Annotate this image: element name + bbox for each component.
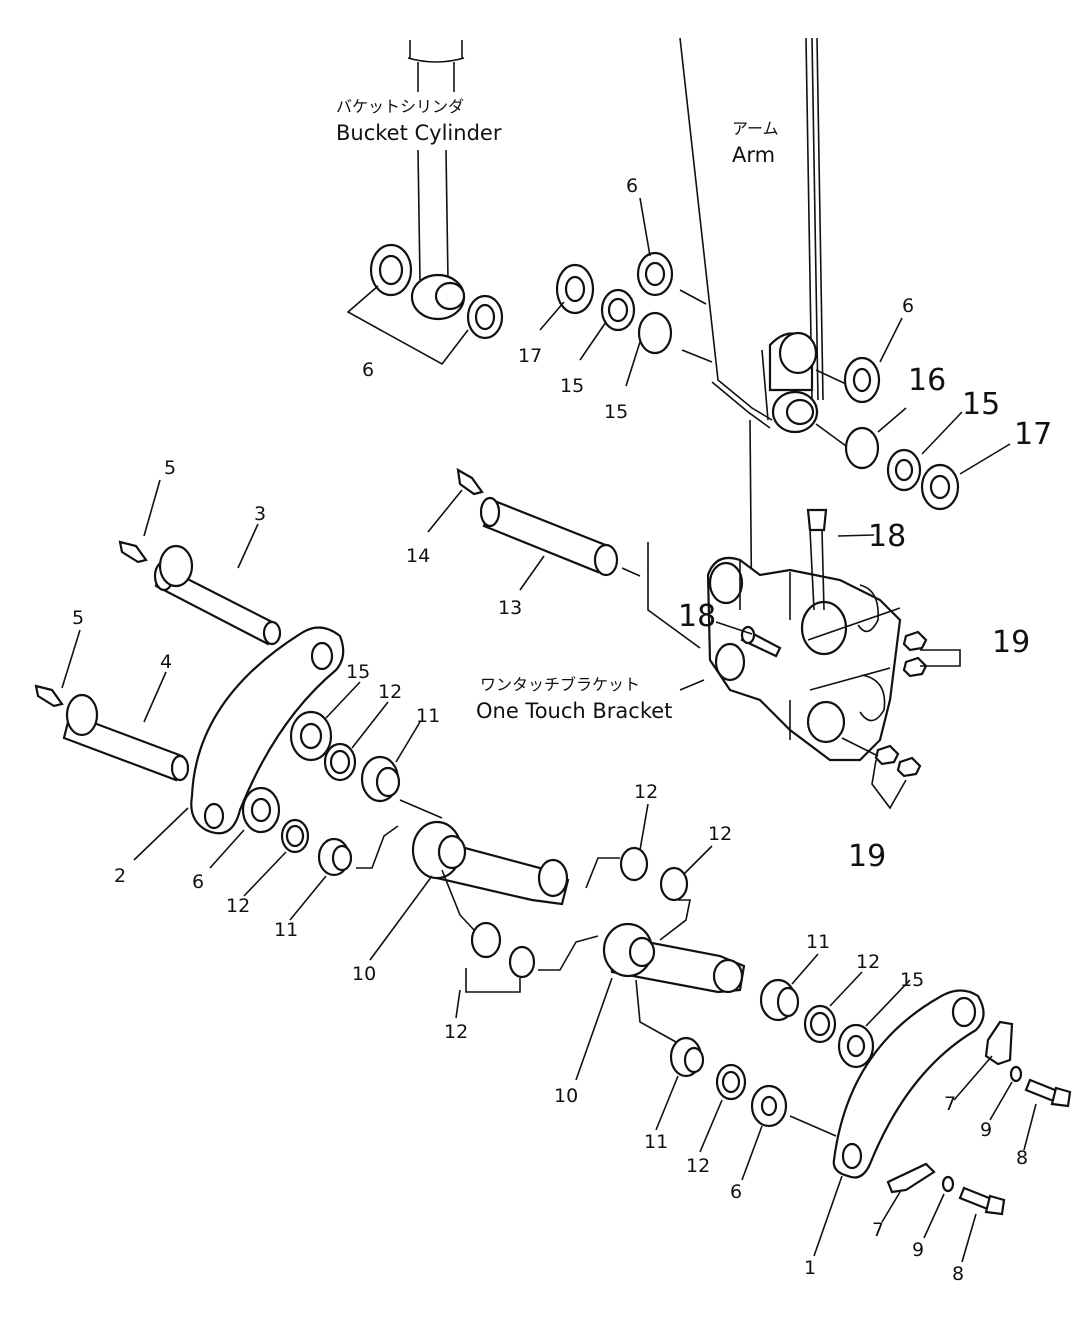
bracket-label-jp: ワンタッチブラケット xyxy=(480,675,640,694)
callout-12: 12 xyxy=(856,951,880,973)
callout-12: 12 xyxy=(444,1021,468,1043)
callout-18: 18 xyxy=(868,519,906,554)
bucket-cylinder-label: Bucket Cylinder xyxy=(336,121,502,145)
arm-label-jp: アーム xyxy=(732,119,779,138)
link-10-upper xyxy=(411,820,689,906)
callout-15: 15 xyxy=(900,969,924,991)
callout-10: 10 xyxy=(352,963,376,985)
bucket-cylinder-drawing xyxy=(407,40,466,321)
link-10-lower xyxy=(441,869,746,994)
locks-bolts xyxy=(886,1020,1072,1216)
captions: バケットシリンダ Bucket Cylinder アーム Arm ワンタッチブラ… xyxy=(336,97,779,723)
callout-1: 1 xyxy=(804,1257,816,1279)
callout-12: 12 xyxy=(634,781,658,803)
washers-top xyxy=(369,243,960,511)
callout-2: 2 xyxy=(114,865,126,887)
callout-8: 8 xyxy=(952,1263,964,1285)
callout-18: 18 xyxy=(678,599,716,634)
callout-11: 11 xyxy=(416,705,440,727)
callout-12: 12 xyxy=(686,1155,710,1177)
callout-9: 9 xyxy=(980,1119,992,1141)
callout-6: 6 xyxy=(902,295,914,317)
link-plate-1 xyxy=(832,989,985,1179)
leader-lines xyxy=(61,197,1037,1263)
callout-9: 9 xyxy=(912,1239,924,1261)
bushings-left xyxy=(241,710,443,877)
bushings-right xyxy=(635,978,875,1137)
callout-6: 6 xyxy=(192,871,204,893)
callout-11: 11 xyxy=(644,1131,668,1153)
bracket-label: One Touch Bracket xyxy=(476,699,672,723)
callout-15: 15 xyxy=(346,661,370,683)
callout-14: 14 xyxy=(406,545,430,567)
callout-17: 17 xyxy=(518,345,542,367)
callout-5: 5 xyxy=(72,607,84,629)
callout-5: 5 xyxy=(164,457,176,479)
callout-16: 16 xyxy=(908,363,946,398)
callout-6: 6 xyxy=(626,175,638,197)
link-plate-2 xyxy=(190,626,345,835)
callout-15: 15 xyxy=(962,387,1000,422)
nuts-19 xyxy=(841,630,928,778)
callout-8: 8 xyxy=(1016,1147,1028,1169)
bucket-cylinder-label-jp: バケットシリンダ xyxy=(336,97,464,116)
pins-3-4 xyxy=(34,540,282,782)
callout-4: 4 xyxy=(160,651,172,673)
callout-7: 7 xyxy=(872,1219,884,1241)
callout-6: 6 xyxy=(362,359,374,381)
arm-drawing xyxy=(679,37,824,651)
callout-12: 12 xyxy=(378,681,402,703)
pin-13-drawing xyxy=(456,467,701,649)
one-touch-bracket-drawing xyxy=(706,508,902,762)
callout-numbers: 6 17 15 15 6 6 16 15 17 18 18 19 19 14 1… xyxy=(72,175,1052,1285)
callout-13: 13 xyxy=(498,597,522,619)
callout-17: 17 xyxy=(1014,417,1052,452)
callout-12: 12 xyxy=(226,895,250,917)
callout-7: 7 xyxy=(944,1093,956,1115)
callout-12: 12 xyxy=(708,823,732,845)
callout-3: 3 xyxy=(254,503,266,525)
callout-11: 11 xyxy=(806,931,830,953)
callout-15: 15 xyxy=(560,375,584,397)
callout-10: 10 xyxy=(554,1085,578,1107)
callout-6: 6 xyxy=(730,1181,742,1203)
callout-19: 19 xyxy=(848,839,886,874)
callout-19: 19 xyxy=(992,625,1030,660)
arm-label: Arm xyxy=(732,143,775,167)
callout-15: 15 xyxy=(604,401,628,423)
callout-11: 11 xyxy=(274,919,298,941)
